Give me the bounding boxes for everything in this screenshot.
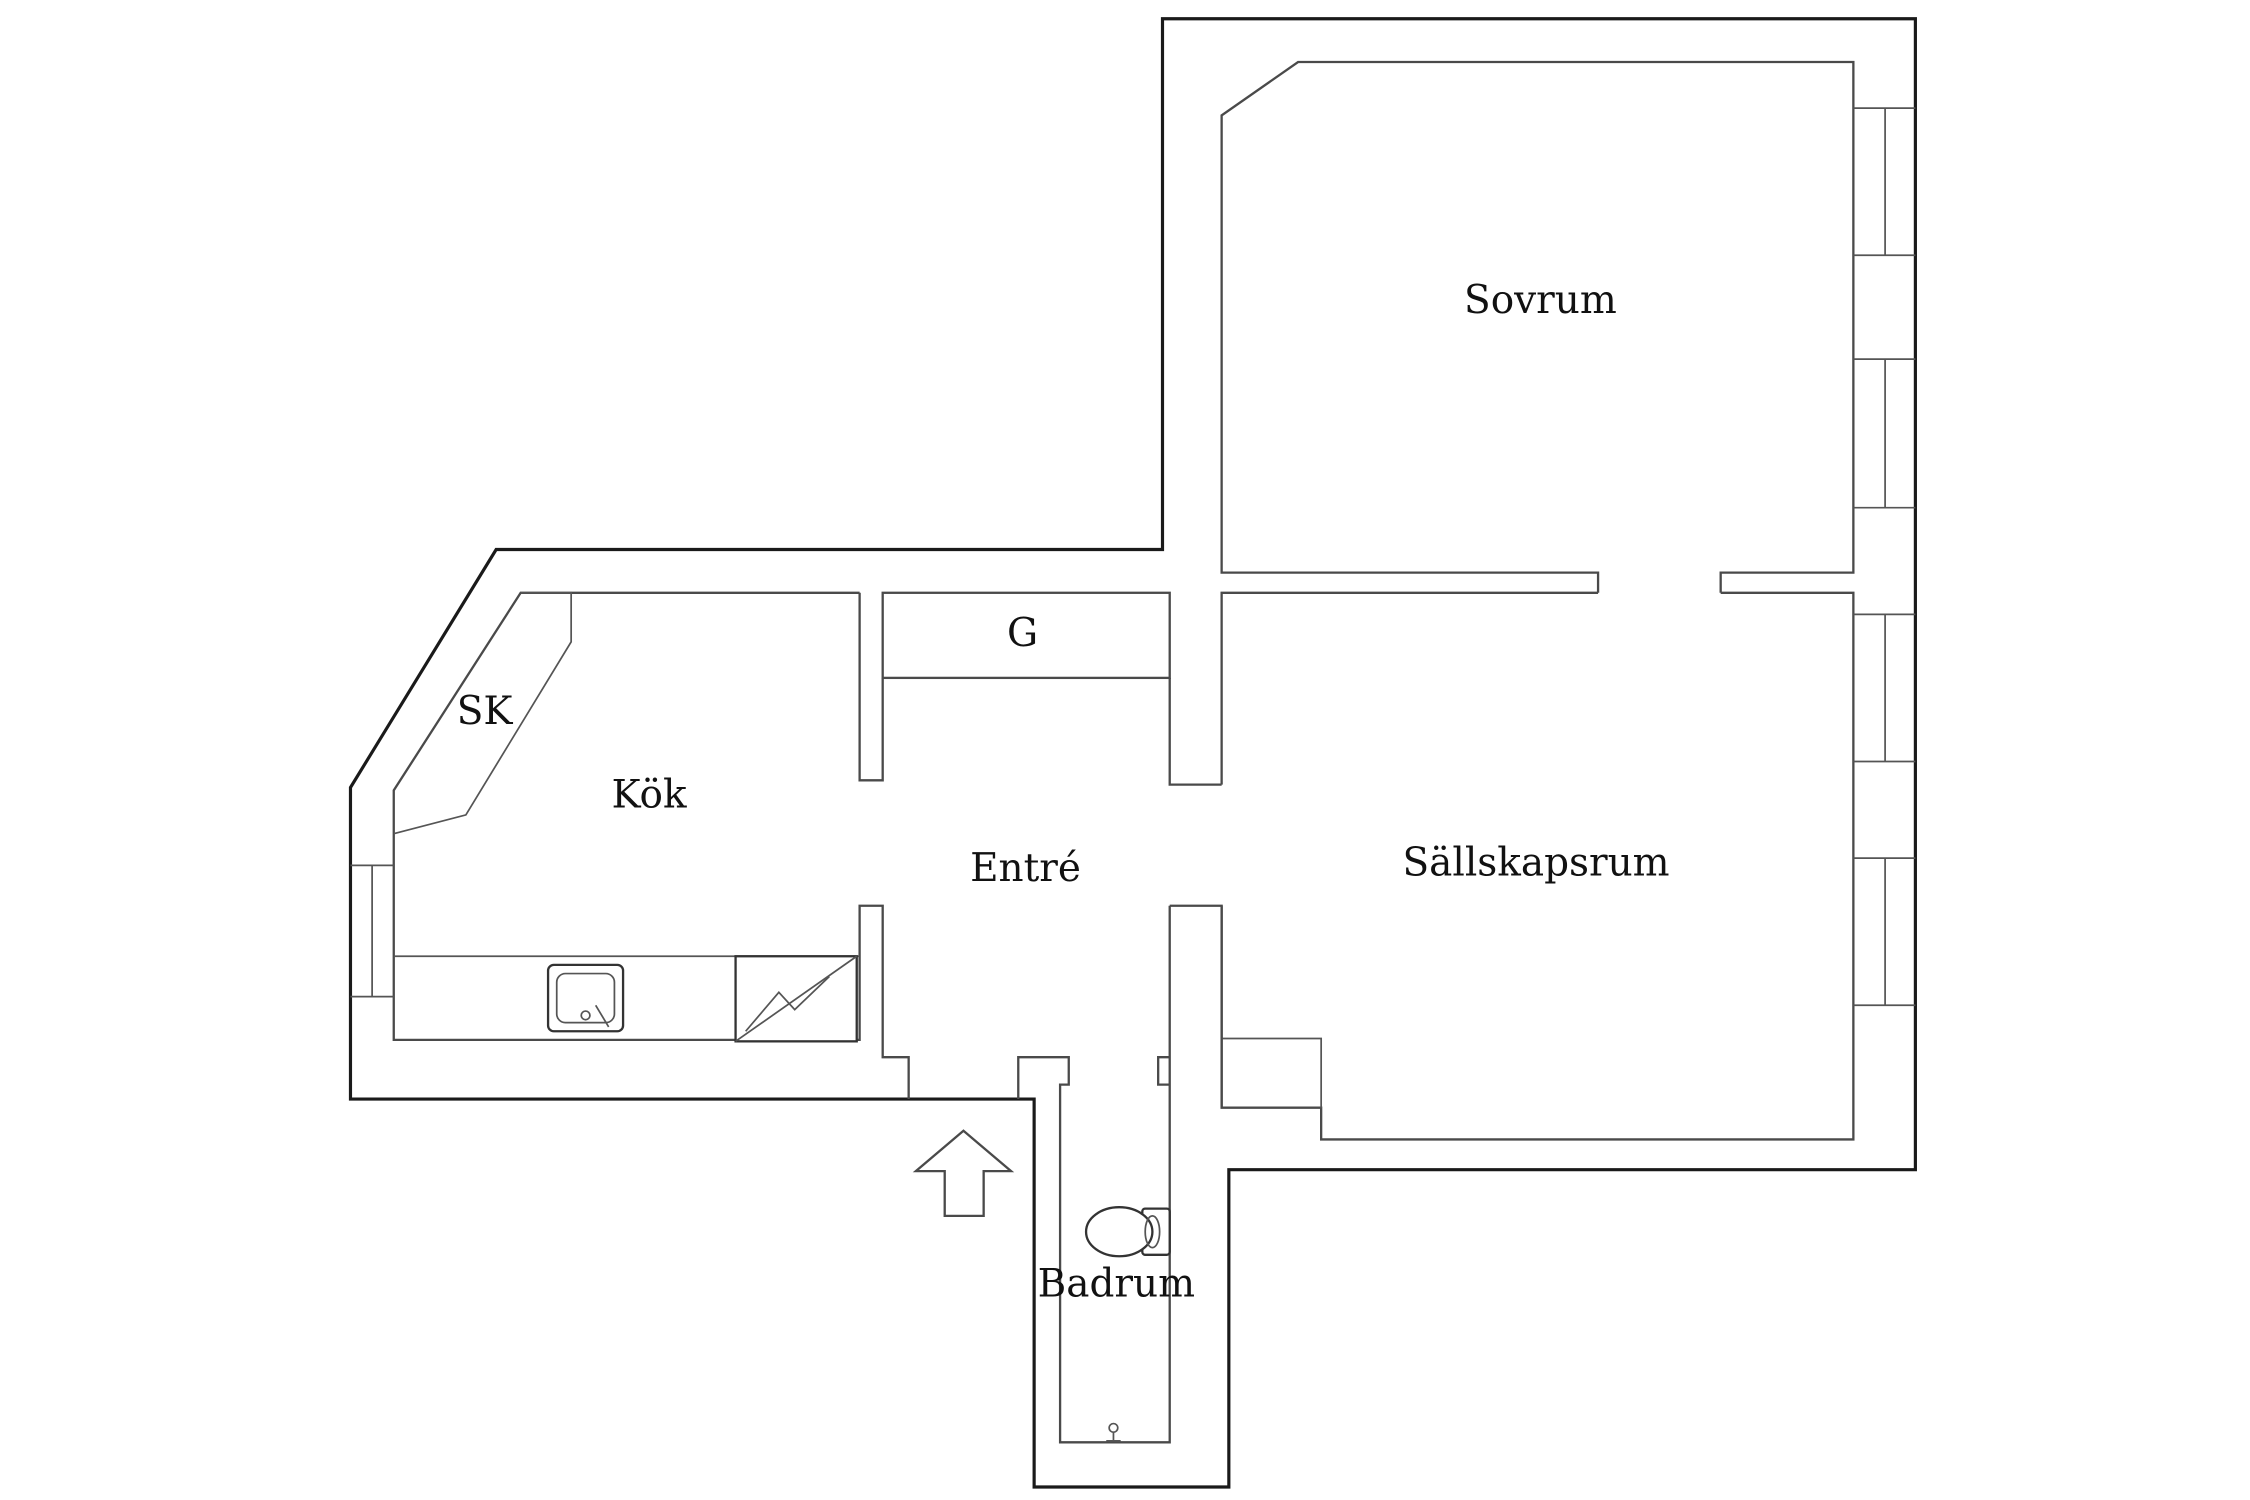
badrum-outline	[1017, 905, 1171, 1444]
sallskapsrum-niche	[1221, 1037, 1323, 1108]
entrance-arrow-icon	[912, 1129, 1015, 1218]
outer-wall	[348, 17, 1917, 1489]
label-entre: Entré	[970, 846, 1081, 891]
label-badrum: Badrum	[1038, 1262, 1195, 1307]
entre-east-pillar	[1168, 677, 1222, 786]
bedroom-windows	[1853, 107, 1916, 509]
sallskapsrum-wall	[1220, 591, 1599, 785]
label-sk: SK	[457, 689, 514, 734]
label-sovrum: Sovrum	[1464, 278, 1617, 323]
kitchen-window	[350, 864, 394, 998]
floor-drain-icon	[1106, 1422, 1121, 1442]
sovrum-wall	[1220, 60, 1855, 593]
sk-storage	[393, 591, 573, 835]
wardrobe-g	[881, 591, 1171, 680]
badrum-wall	[1169, 904, 1223, 1108]
living-room-windows	[1853, 613, 1916, 1007]
label-kok: Kök	[611, 773, 686, 818]
entre-north-wall	[858, 592, 884, 782]
badrum-door-jamb	[1157, 1056, 1170, 1086]
stove-icon	[734, 955, 858, 1043]
kok-wall	[392, 591, 910, 1100]
toilet-icon	[1084, 1206, 1171, 1258]
sink-icon	[546, 963, 625, 1033]
label-g: G	[1007, 611, 1038, 656]
label-sallskapsrum: Sällskapsrum	[1403, 840, 1670, 885]
